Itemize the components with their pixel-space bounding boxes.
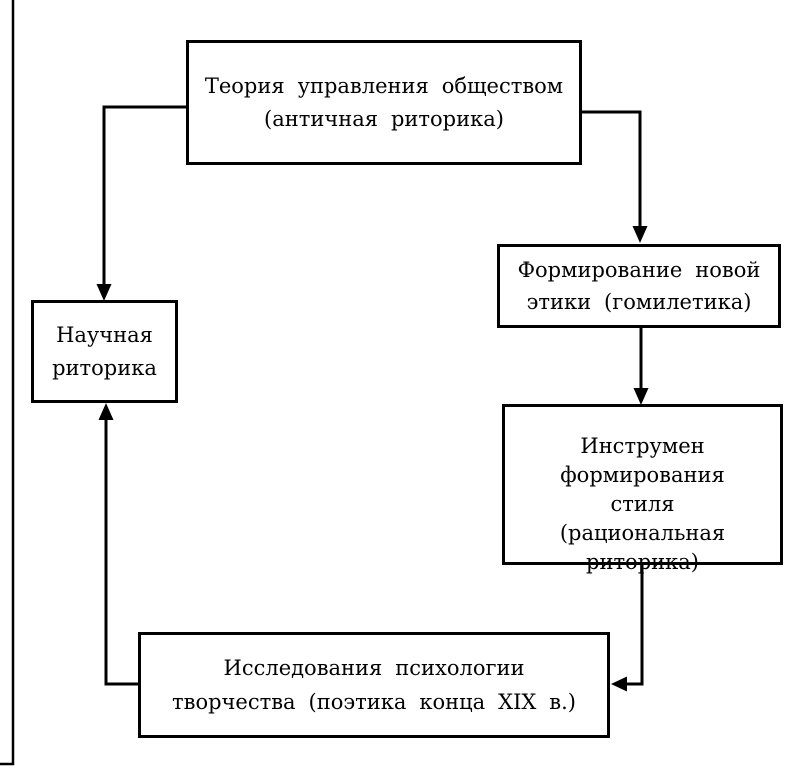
arrowhead-down-science-icon: [96, 284, 112, 301]
page-border-left: [0, 0, 15, 766]
arrowhead-up-science-icon: [98, 403, 114, 420]
connector-theory-to-science: [102, 105, 189, 286]
node-science: Научная риторика: [31, 300, 178, 403]
node-ethics-line-1: Формирование новой: [517, 258, 761, 282]
node-style-line-5: риторика): [586, 550, 699, 574]
node-style: Инструмен формирования стиля (рациональн…: [502, 404, 783, 574]
node-research: Исследования психологии творчества (поэт…: [138, 632, 610, 738]
node-science-line-1: Научная: [56, 322, 153, 347]
connector-style-to-research: [626, 564, 644, 686]
node-style-line-2: формирования: [560, 463, 725, 487]
node-research-line-2: творчества (поэтика конца XIX в.): [172, 690, 576, 714]
node-style-line-3: стиля: [610, 492, 675, 516]
arrowhead-down-ethics-icon: [632, 226, 648, 243]
arrowhead-down-style-icon: [633, 388, 649, 405]
node-style-line-1: Инструмен: [580, 434, 705, 458]
connector-research-to-science: [104, 419, 140, 686]
node-theory-line-2: (античная риторика): [264, 106, 504, 131]
node-style-line-4: (рациональная: [559, 521, 726, 545]
arrowhead-left-research-icon: [611, 676, 627, 692]
node-ethics-line-2: этики (гомилетика): [526, 290, 752, 314]
node-science-line-2: риторика: [52, 355, 157, 380]
node-ethics: Формирование новой этики (гомилетика): [497, 244, 781, 328]
node-theory: Теория управления обществом (античная ри…: [186, 40, 582, 165]
node-research-line-1: Исследования психологии: [223, 656, 525, 680]
connector-theory-to-ethics: [580, 110, 642, 228]
node-theory-line-1: Теория управления обществом: [204, 73, 564, 98]
